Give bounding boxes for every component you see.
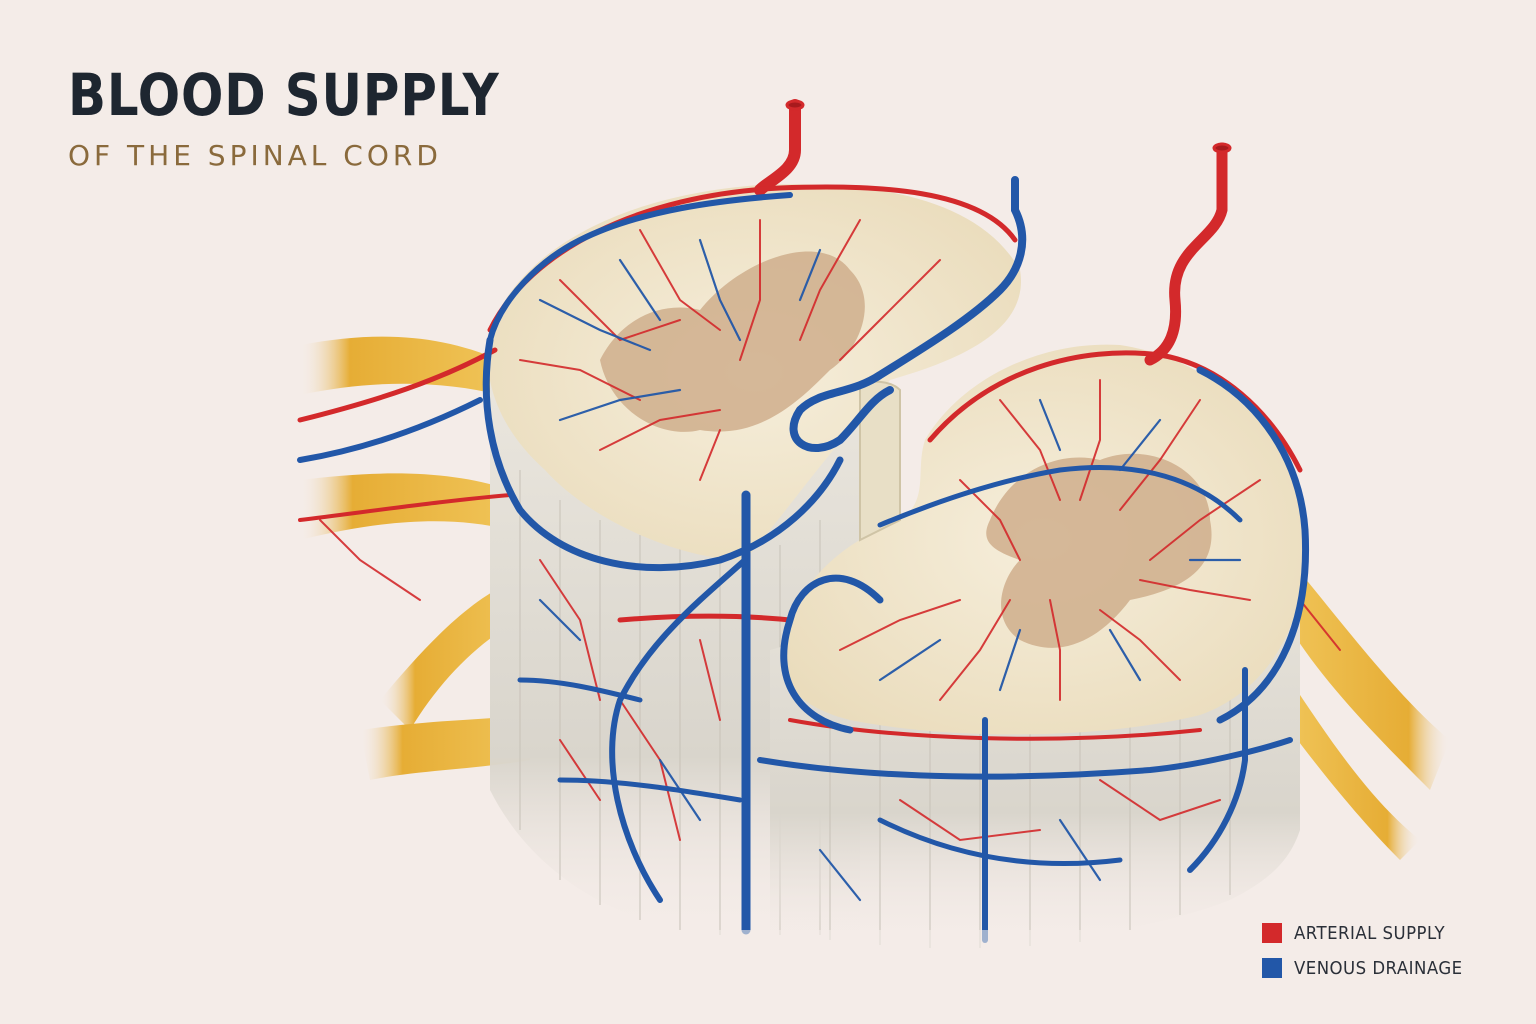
arterial-swatch: [1262, 923, 1282, 943]
bottom-fade: [300, 930, 1400, 1024]
legend-item-arterial: ARTERIAL SUPPLY: [1262, 922, 1512, 944]
venous-vessels: [297, 176, 1310, 943]
cord-left-segment: [487, 184, 1021, 940]
legend-label-arterial: ARTERIAL SUPPLY: [1294, 922, 1446, 944]
page-subtitle: OF THE SPINAL CORD: [68, 139, 442, 172]
cord-right-segment: [770, 344, 1306, 948]
nerve-roots-right: [1285, 560, 1450, 860]
venous-swatch: [1262, 958, 1282, 978]
legend: ARTERIAL SUPPLY VENOUS DRAINAGE: [1262, 922, 1512, 992]
nerve-roots-left: [300, 336, 530, 780]
title-block: BLOOD SUPPLY OF THE SPINAL CORD: [68, 66, 570, 170]
legend-label-venous: VENOUS DRAINAGE: [1294, 957, 1463, 979]
arterial-vessels: [297, 99, 1341, 842]
legend-item-venous: VENOUS DRAINAGE: [1262, 957, 1512, 979]
page-title: BLOOD SUPPLY: [68, 61, 500, 129]
